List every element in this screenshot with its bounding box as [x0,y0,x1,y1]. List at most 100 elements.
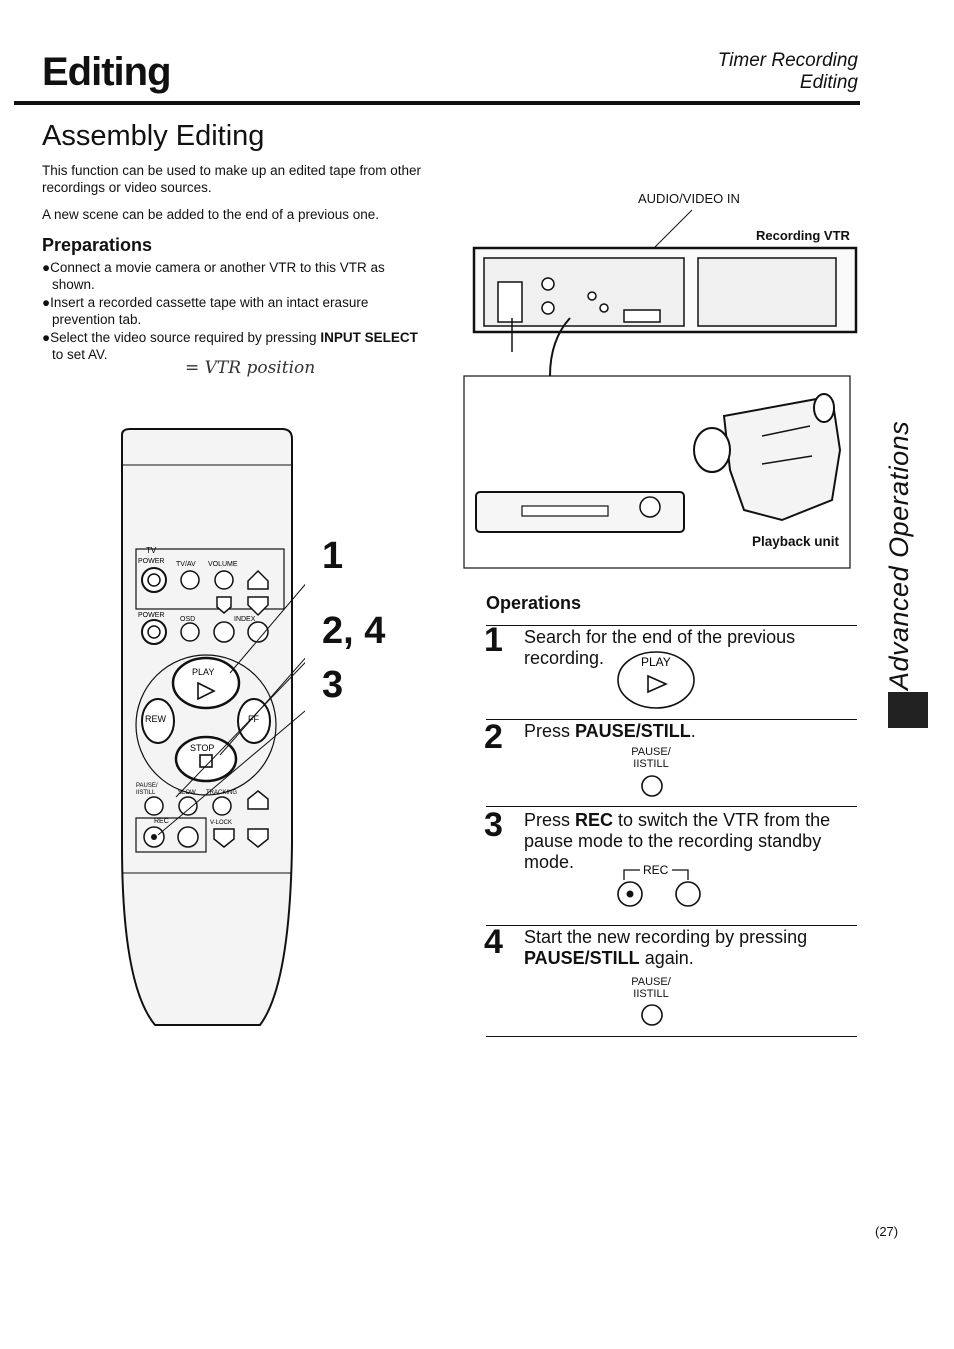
callout-number-1: 1 [322,535,344,577]
playback-unit-label: Playback unit [752,534,840,549]
step-2-caption-line-1: PAUSE/ [631,746,671,758]
remote-vlock-label: V-LOCK [210,820,232,826]
vtr-power-button [141,619,167,645]
connection-diagram [463,209,858,569]
step-4-pause-button [641,1004,663,1026]
channel-down-button [247,596,269,617]
remote-slow-button [178,796,198,816]
tracking-up-button [212,796,232,816]
step-4-text: Start the new recording by pressing PAUS… [524,927,859,969]
remote-pause-button [144,796,164,816]
step-2-rule [486,719,857,720]
remote-pause-label-1: PAUSE/ [136,783,158,789]
tv-power-button [141,567,167,593]
side-tab-marker [888,692,928,728]
remote-pause-label-2: IISTILL [136,790,156,796]
step-2-button-caption: PAUSE/ IISTILL [616,746,686,770]
camcorder-lens [693,427,731,473]
remote-index-label: INDEX [234,616,256,623]
remote-ff-label: FF [248,714,259,724]
tracking-up2-button [247,790,269,810]
step-3-rule [486,806,857,807]
play-icon [197,681,216,701]
vtr-power-switch [497,281,523,323]
prep-item3-bold: INPUT SELECT [320,330,418,345]
index-prev-button [213,621,235,643]
step-3-text: Press REC to switch the VTR from the pau… [524,810,859,873]
rec-button-group [135,817,207,853]
step-4-text-post: again. [639,948,694,968]
remote-tracking-label: TRACKING [206,790,237,796]
preparations-list: ●Connect a movie camera or another VTR t… [42,259,422,364]
header-line-editing: Editing [799,72,858,93]
camcorder-viewfinder [813,393,835,423]
step-2-number: 2 [484,718,503,756]
volume-down-button [216,596,232,614]
step-2-pause-button [641,775,663,797]
power-icon [147,625,161,639]
operations-heading: Operations [486,593,582,613]
step-3-text-post: to switch the VTR from the pause mode to… [524,810,831,872]
callout-line-24b [175,662,305,798]
remote-rec-label: REC [154,818,169,825]
preparations-heading: Preparations [42,235,153,255]
rec-dot-icon [151,834,157,840]
step-2-caption-line-2: IISTILL [633,758,669,770]
step-3-rec-buttons: REC [617,863,701,907]
callout-line-24a [219,657,305,756]
tracking-down-button [247,828,269,848]
preparation-item-3: ●Select the video source required by pre… [42,329,422,363]
intro-paragraph-2: A new scene can be added to the end of a… [42,207,379,222]
callout-line-1 [229,583,305,674]
camcorder-panel-line [761,455,813,465]
remote-stop-button [174,735,238,783]
step-4-text-bold: PAUSE/STILL [524,948,640,968]
prep-item3-pre: ●Select the video source required by pre… [42,330,321,345]
vtr-jack-icon [541,301,555,315]
osd-button [180,622,200,642]
step-4-caption-line-2: IISTILL [633,988,669,1000]
preparation-item-1: ●Connect a movie camera or another VTR t… [42,260,385,292]
side-tab: Advanced Operations [878,420,928,690]
remote-rec-partner-button [177,826,199,848]
playback-vtr-dial [639,496,661,518]
camcorder-strap [761,425,811,437]
step-2-text-pre: Press [524,721,576,741]
remote-slow-label: SLOW [178,790,196,796]
rec-dot-icon [626,890,634,898]
volume-up-button [214,570,234,590]
index-next-button [247,621,269,643]
remote-rew-button [141,698,175,744]
step-3-partner-button [675,881,701,907]
remote-volume-label: VOLUME [208,561,238,568]
stop-icon [199,754,213,768]
remote-play-button [171,656,241,710]
play-icon [647,674,668,694]
channel-up-button [247,569,269,590]
step-4-button-caption: PAUSE/ IISTILL [616,976,686,1000]
callout-number-2-4: 2, 4 [322,610,386,652]
remote-power-label: POWER [138,558,164,565]
step-4-number: 4 [484,923,503,961]
side-tab-text: Advanced Operations [884,420,914,690]
remote-power2-label: POWER [138,612,164,619]
prep-item3-post: to set AV. [52,347,108,362]
audio-video-in-label: AUDIO/VIDEO IN [638,191,740,206]
preparation-item-2: ●Insert a recorded cassette tape with an… [42,295,369,327]
cassette-slot [521,505,609,517]
step-4-caption-line-1: PAUSE/ [631,976,671,988]
vtr-jack-icon [541,277,555,291]
tvav-button [180,570,200,590]
step-3-number: 3 [484,806,503,844]
page-number: (27) [875,1224,899,1239]
step-3-rec-label: REC [643,863,669,877]
step-1-rule [486,625,857,626]
remote-play-label: PLAY [192,667,214,677]
header-line-timer-recording: Timer Recording [717,50,858,71]
step-1-text: Search for the end of the previous recor… [524,627,796,668]
remote-stop-label: STOP [190,743,214,753]
remote-rew-label: REW [145,714,167,724]
remote-tvav-label: TV/AV [176,561,196,568]
video-jack-icon [599,303,609,313]
remote-osd-label: OSD [180,616,195,623]
